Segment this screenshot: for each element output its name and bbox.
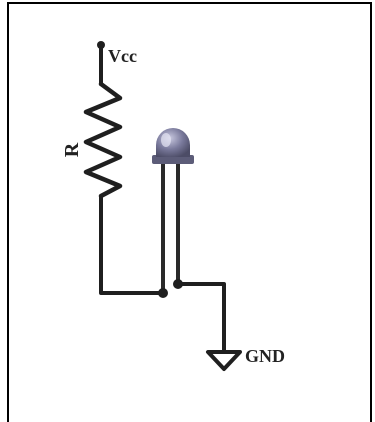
wire-resistor-to-junction [99, 196, 163, 295]
led-dome [156, 128, 190, 157]
resistor-symbol [83, 81, 123, 199]
led-component [152, 128, 194, 293]
ground-symbol [206, 350, 242, 371]
ground-label: GND [245, 346, 285, 366]
led-flange [152, 155, 194, 164]
vcc-label: Vcc [108, 46, 137, 66]
wire-led-to-ground [178, 282, 226, 352]
led-glare [161, 133, 171, 147]
resistor-label: R [61, 142, 83, 157]
junction-dot-left [158, 288, 168, 298]
diagram-frame [7, 2, 372, 422]
